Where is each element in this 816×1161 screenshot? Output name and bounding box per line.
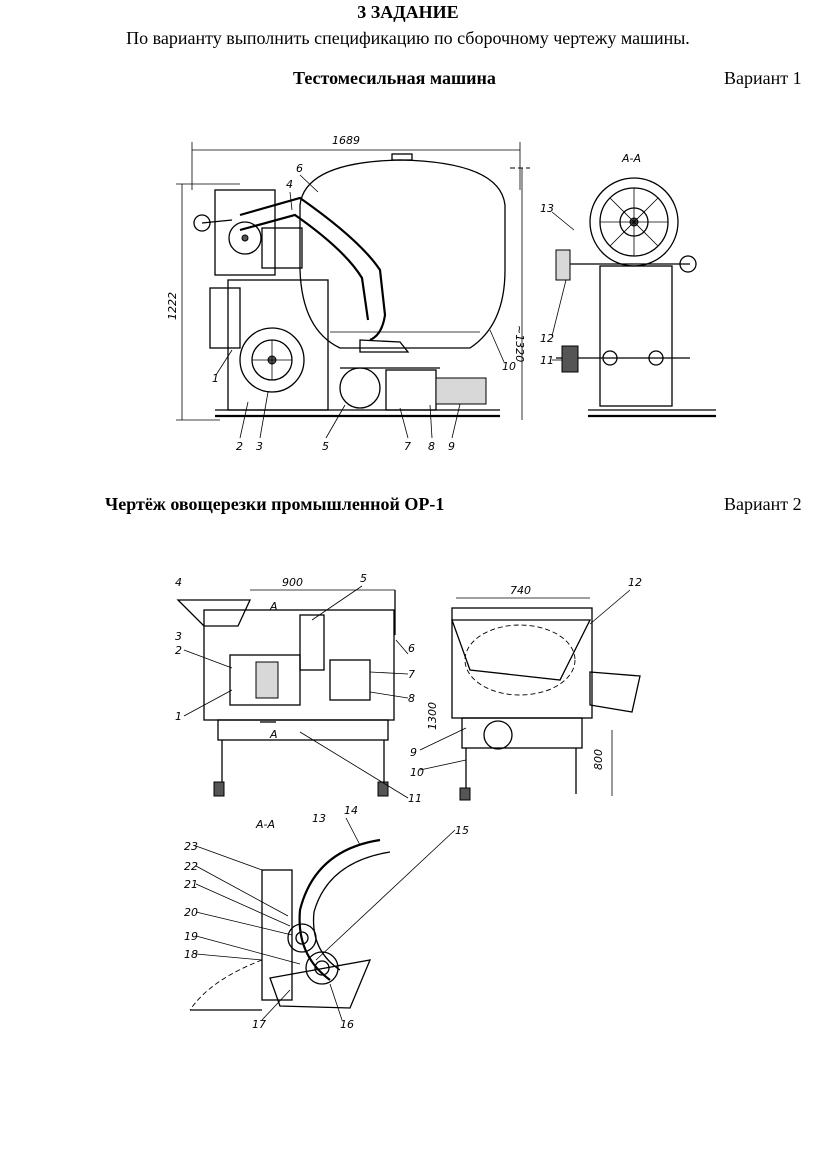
cut-mark-bottom: А	[269, 728, 278, 741]
variant-1-title: Тестомесильная машина	[293, 68, 496, 88]
callout-v2-5: 5	[360, 572, 367, 585]
callout-v2-14: 14	[344, 804, 358, 817]
callout-11: 11	[540, 354, 554, 367]
callout-v2-10: 10	[410, 766, 424, 779]
callout-v2-19: 19	[184, 930, 198, 943]
callout-v2-20: 20	[184, 906, 198, 919]
callout-v2-21: 21	[184, 878, 198, 891]
callout-13: 13	[540, 202, 554, 215]
callout-v2-12: 12	[628, 576, 642, 589]
task-title: 3 ЗАДАНИЕ	[357, 2, 459, 22]
dim-900-label: 900	[282, 576, 303, 589]
callout-v2-3: 3	[175, 630, 182, 643]
callout-v2-11: 11	[408, 792, 422, 805]
variant-2-title: Чертёж овощерезки промышленной ОР-1	[105, 494, 445, 514]
callout-8: 8	[428, 440, 435, 453]
callout-v2-18: 18	[184, 948, 198, 961]
variant-2-label: Вариант 2	[724, 494, 802, 514]
callout-v2-4: 4	[175, 576, 182, 589]
callout-v2-23: 23	[184, 840, 198, 853]
callout-1: 1	[212, 372, 219, 385]
callout-v2-15: 15	[455, 824, 469, 837]
vegetable-cutter-drawing: 900 А А 4 5 3 2 1 6 7 8 11 740 800 1300 …	[175, 572, 642, 1031]
callout-v2-22: 22	[184, 860, 198, 873]
section-aa-v2-label: А-А	[255, 818, 275, 831]
dim-1300-label: 1300	[426, 702, 439, 730]
dim-740-label: 740	[510, 584, 531, 597]
callout-6: 6	[296, 162, 303, 175]
task-instruction: По варианту выполнить спецификацию по сб…	[126, 28, 690, 48]
variant-1-label: Вариант 1	[724, 68, 802, 88]
callout-v2-13: 13	[312, 812, 326, 825]
dim-height-right-label: ~1320	[513, 325, 526, 362]
dough-mixer-drawing: 1689 1222 ~1320 6 4 1 2 3 5 7 8 9	[166, 134, 716, 453]
callout-2: 2	[236, 440, 243, 453]
callout-v2-9: 9	[410, 746, 417, 759]
callout-10: 10	[502, 360, 516, 373]
dim-800-label: 800	[592, 749, 605, 770]
callout-v2-8: 8	[408, 692, 415, 705]
callout-v2-7: 7	[408, 668, 415, 681]
callout-9: 9	[448, 440, 455, 453]
callout-v2-6: 6	[408, 642, 415, 655]
callout-v2-1: 1	[175, 710, 182, 723]
callout-7: 7	[404, 440, 411, 453]
callout-3: 3	[256, 440, 263, 453]
section-aa-label: А-А	[621, 152, 641, 165]
callout-v2-2: 2	[175, 644, 182, 657]
callout-12: 12	[540, 332, 554, 345]
callout-5: 5	[322, 440, 329, 453]
callout-v2-17: 17	[252, 1018, 266, 1031]
callout-v2-16: 16	[340, 1018, 354, 1031]
cut-mark-top: А	[269, 600, 278, 613]
dim-width-label: 1689	[332, 134, 360, 147]
dim-height-label: 1222	[166, 292, 179, 320]
callout-4: 4	[286, 178, 293, 191]
